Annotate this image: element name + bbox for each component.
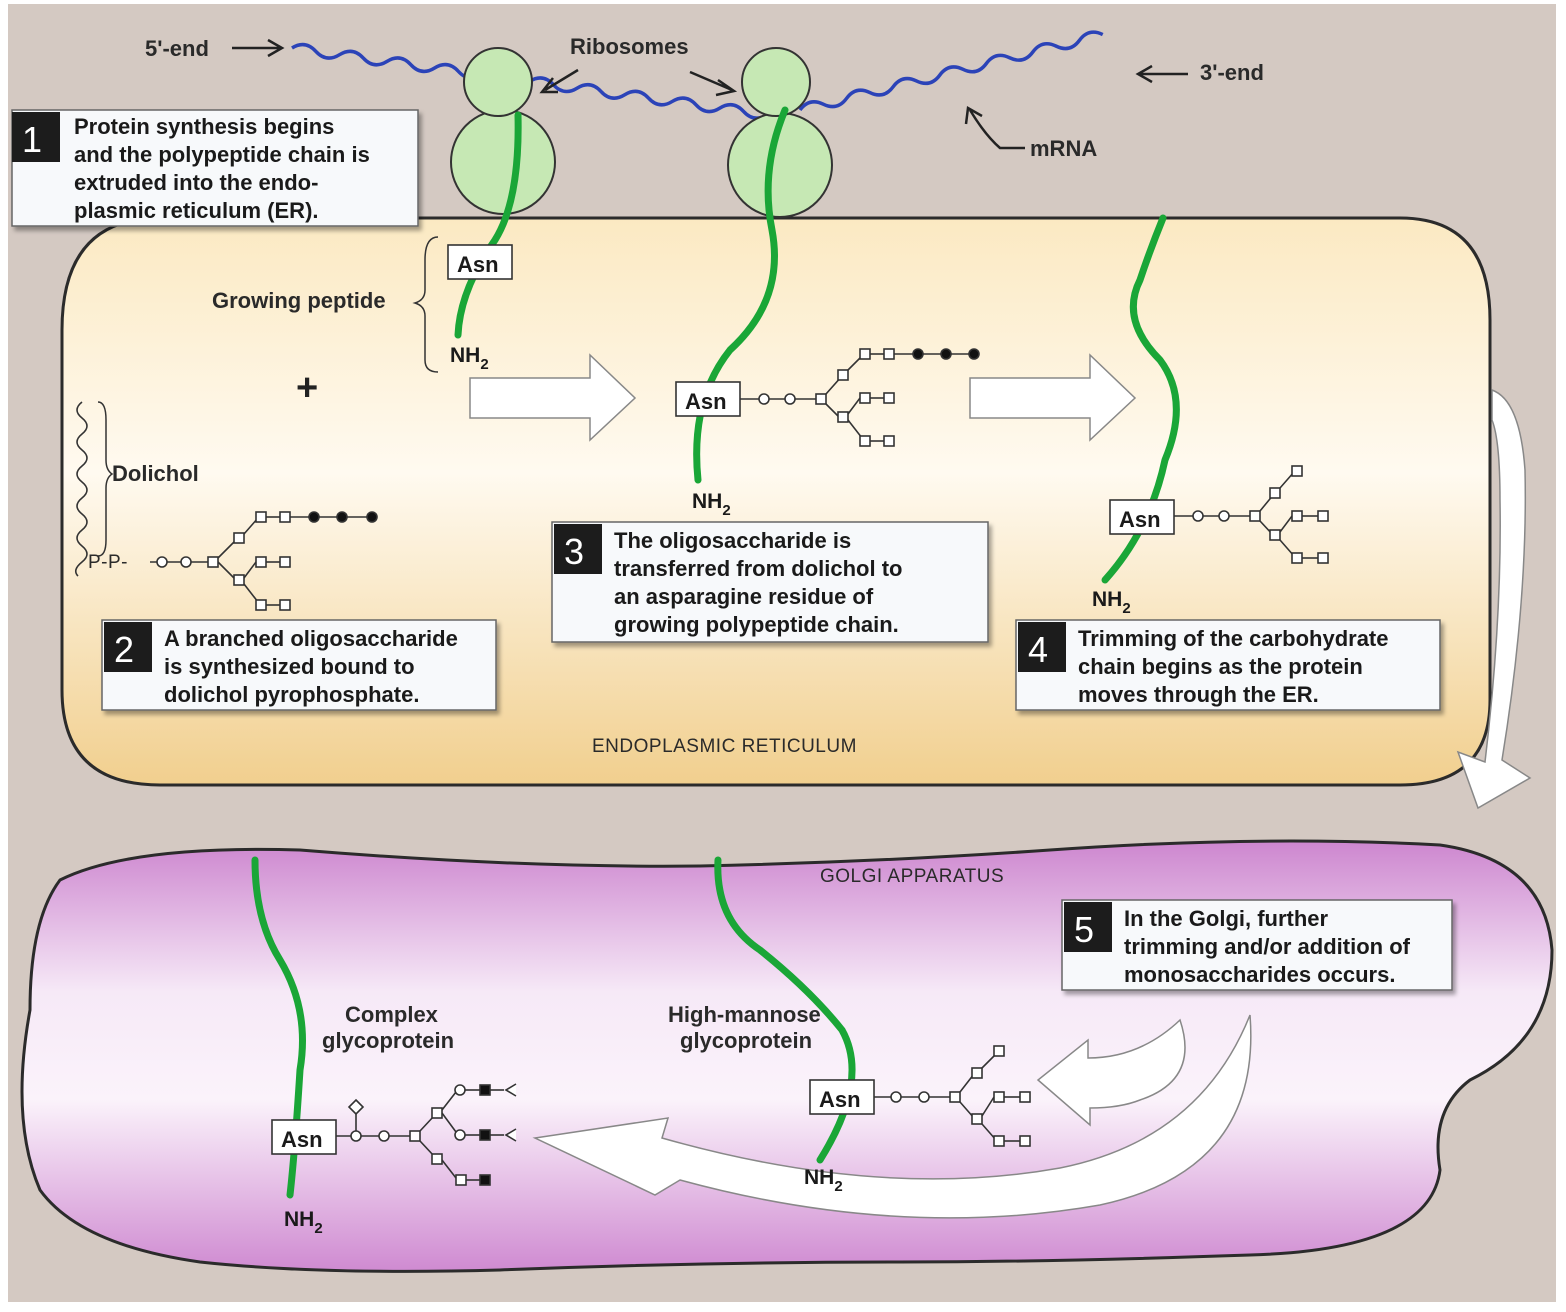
step-1-number: 1 <box>22 119 42 160</box>
mrna-label: mRNA <box>1030 136 1097 161</box>
ribosome-2 <box>727 47 833 218</box>
asn-label-5: Asn <box>809 1079 875 1115</box>
asn-label-4: Asn <box>271 1119 337 1155</box>
mrna-pointer <box>964 105 1025 150</box>
oligosaccharide-dolichol <box>150 511 378 611</box>
five-end-label: 5'-end <box>145 36 209 61</box>
nh2-label-5: NH2 <box>804 1166 843 1195</box>
three-end-label: 3'-end <box>1200 60 1264 85</box>
oligosaccharide-complex <box>336 1083 517 1186</box>
asn-label-3: Asn <box>1109 499 1175 535</box>
ribosomes-label: Ribosomes <box>570 34 689 59</box>
er-label: ENDOPLASMIC RETICULUM <box>592 736 857 757</box>
svg-text:Asn: Asn <box>457 252 499 277</box>
three-end-arrow <box>1135 64 1188 84</box>
dolichol-chain <box>74 401 88 577</box>
asn-label-2: Asn <box>675 381 741 417</box>
oligosaccharide-high-mannose <box>874 1045 1031 1147</box>
five-end-arrow <box>232 38 285 58</box>
arrow-golgi-inner <box>1036 1018 1186 1127</box>
high-mannose-label-1: High-mannose <box>668 1002 821 1027</box>
high-mannose-label-2: glycoprotein <box>680 1028 812 1053</box>
plus-sign: + <box>296 367 318 409</box>
dolichol-label: Dolichol <box>112 461 199 486</box>
step-4-text: Trimming of the carbohydrate chain begin… <box>1078 626 1395 707</box>
step-5-box <box>1061 899 1453 991</box>
step-5-text: In the Golgi, further trimming and/or ad… <box>1124 906 1416 987</box>
step-1-text: Protein synthesis begins and the polypep… <box>74 114 376 223</box>
step-5-number: 5 <box>1074 909 1094 950</box>
dolichol-brace <box>97 401 114 557</box>
nh2-label-1: NH2 <box>450 344 489 373</box>
complex-glycoprotein-label-2: glycoprotein <box>322 1028 454 1053</box>
arrow-er-to-golgi <box>1456 388 1532 810</box>
step-1-box <box>11 109 419 227</box>
svg-text:Asn: Asn <box>281 1127 323 1152</box>
step-3-number: 3 <box>564 531 584 572</box>
svg-text:Asn: Asn <box>819 1087 861 1112</box>
asn-label-1: Asn <box>447 244 513 280</box>
step-2-box <box>101 619 497 711</box>
mrna-strand-right <box>798 30 1104 112</box>
peptide-chain-1 <box>454 111 522 339</box>
arrow-golgi-outer <box>532 1014 1252 1219</box>
step-4-number: 4 <box>1028 629 1048 670</box>
dolichol-pyrophosphate-label: P-P- <box>88 552 128 573</box>
step-3-text: The oligosaccharide is transferred from … <box>614 528 909 637</box>
golgi-label: GOLGI APPARATUS <box>820 866 1004 887</box>
step-2-number: 2 <box>114 629 134 670</box>
svg-text:Asn: Asn <box>1119 507 1161 532</box>
step-4-box <box>1015 619 1441 711</box>
growing-peptide-brace <box>412 236 439 373</box>
growing-peptide-label: Growing peptide <box>212 288 386 313</box>
oligosaccharide-trimmed-er <box>1174 465 1329 564</box>
oligosaccharide-asn-step3 <box>740 348 980 447</box>
nh2-label-3: NH2 <box>1092 588 1131 617</box>
svg-text:Asn: Asn <box>685 389 727 414</box>
nh2-label-2: NH2 <box>692 490 731 519</box>
arrow-step2-to-3 <box>469 353 637 442</box>
ribosome-1 <box>450 47 556 215</box>
step-3-box <box>551 521 989 643</box>
arrow-step3-to-4 <box>969 353 1137 442</box>
step-2-text: A branched oligosaccharide is synthesize… <box>164 626 464 707</box>
ribosome-pointer-right <box>689 70 738 97</box>
ribosome-pointer-left <box>539 68 579 94</box>
complex-glycoprotein-label-1: Complex <box>345 1002 439 1027</box>
nh2-label-4: NH2 <box>284 1208 323 1237</box>
